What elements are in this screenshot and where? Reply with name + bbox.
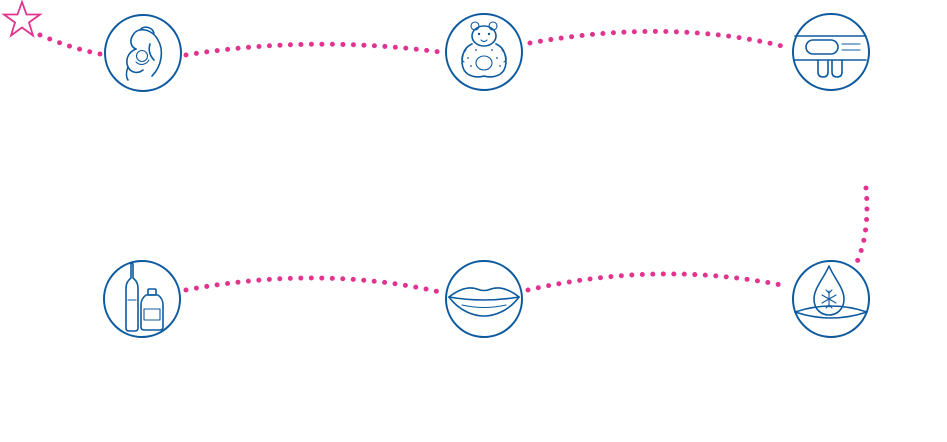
teddy-bear-icon [461, 21, 507, 78]
connector-step-2-to-step-3 [527, 28, 789, 50]
lips-icon [448, 287, 520, 317]
connector-step-4-to-step-5 [183, 275, 443, 295]
step-node-2 [445, 13, 523, 91]
step-node-ring [445, 260, 523, 338]
connector-step-5-to-step-6 [525, 271, 789, 293]
step-node-5 [445, 260, 523, 338]
step-node-6 [792, 260, 870, 338]
step-node-ring [792, 13, 870, 91]
dotted-connector-path [37, 28, 870, 295]
step-node-3 [792, 13, 870, 91]
step-node-4 [103, 260, 181, 338]
hand-bandage-icon [794, 35, 867, 78]
cold-water-drop-icon [794, 265, 868, 319]
mother-and-baby-icon [125, 26, 163, 81]
connector-start-to-step-1 [37, 32, 103, 57]
step-node-1 [104, 14, 182, 92]
medicine-ampoule-vial-icon [125, 262, 164, 332]
step-node-ring [104, 14, 182, 92]
step-node-ring [792, 260, 870, 338]
connector-step-3-to-step-6 [854, 185, 870, 265]
start-star-icon [1, 0, 43, 38]
connector-step-1-to-step-2 [183, 41, 443, 58]
